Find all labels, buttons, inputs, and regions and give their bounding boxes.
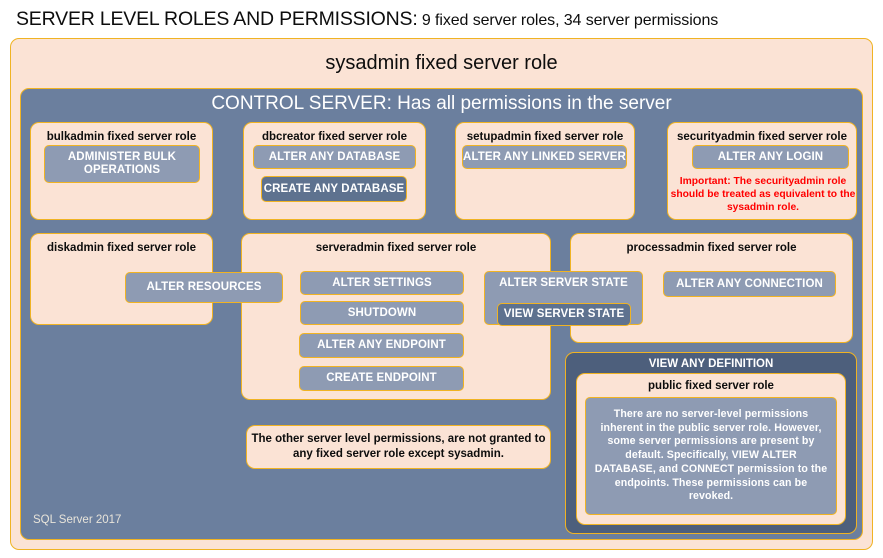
processadmin-role-label: processadmin fixed server role: [626, 242, 797, 254]
page-title-rest: 9 fixed server roles, 34 server permissi…: [417, 12, 719, 29]
page-title-strong: SERVER LEVEL ROLES AND PERMISSIONS:: [16, 8, 418, 30]
permission-alter-any-linked-server: ALTER ANY LINKED SERVER: [462, 145, 627, 169]
public-role-note: There are no server-level permissions in…: [585, 397, 837, 515]
other-permissions-note-text: The other server level permissions, are …: [251, 433, 546, 460]
permission-alter-any-connection: ALTER ANY CONNECTION: [663, 271, 836, 297]
permission-administer-bulk-operations: ADMINISTER BULK OPERATIONS: [44, 145, 200, 183]
permission-alter-any-login: ALTER ANY LOGIN: [692, 145, 849, 169]
dbcreator-role-box: dbcreator fixed server role: [243, 122, 426, 220]
permission-alter-settings: ALTER SETTINGS: [300, 271, 464, 295]
page-title: SERVER LEVEL ROLES AND PERMISSIONS: 9 fi…: [16, 8, 718, 31]
permission-alter-resources: ALTER RESOURCES: [125, 272, 283, 303]
permission-create-endpoint: CREATE ENDPOINT: [299, 366, 464, 391]
public-role-label: public fixed server role: [648, 380, 774, 392]
setupadmin-role-label: setupadmin fixed server role: [466, 131, 624, 143]
securityadmin-role-label: securityadmin fixed server role: [676, 131, 848, 143]
diskadmin-role-label: diskadmin fixed server role: [47, 242, 196, 254]
securityadmin-warning-note: Important: The securityadmin role should…: [670, 176, 856, 214]
permission-shutdown: SHUTDOWN: [300, 301, 464, 325]
setupadmin-role-box: setupadmin fixed server role: [455, 122, 635, 220]
serveradmin-role-label: serveradmin fixed server role: [315, 242, 477, 254]
footer-label: SQL Server 2017: [33, 514, 122, 526]
securityadmin-role-box: securityadmin fixed server role: [667, 122, 857, 220]
bulkadmin-role-label: bulkadmin fixed server role: [46, 131, 197, 143]
dbcreator-role-label: dbcreator fixed server role: [261, 131, 408, 143]
other-permissions-note-box: [246, 425, 551, 469]
control-server-label: CONTROL SERVER: Has all permissions in t…: [211, 93, 672, 114]
permission-create-any-database: CREATE ANY DATABASE: [261, 176, 407, 202]
permission-alter-any-database: ALTER ANY DATABASE: [253, 145, 416, 169]
permission-alter-any-endpoint: ALTER ANY ENDPOINT: [299, 333, 464, 358]
sysadmin-role-label: sysadmin fixed server role: [325, 52, 558, 74]
permission-view-server-state: VIEW SERVER STATE: [497, 303, 631, 326]
permission-view-any-definition: VIEW ANY DEFINITION: [648, 358, 774, 370]
